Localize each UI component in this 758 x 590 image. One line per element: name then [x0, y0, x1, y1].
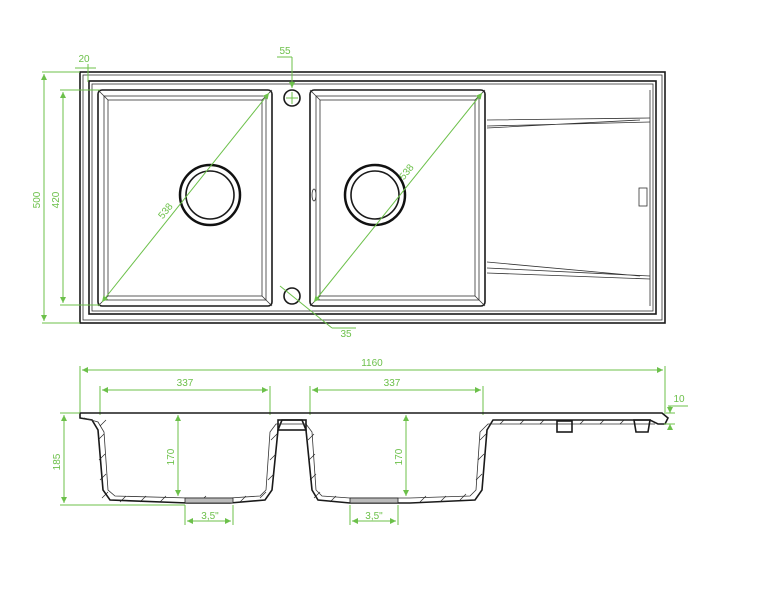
- tap-hole-bottom: [283, 287, 301, 305]
- dim-tap-hole-offset: 55: [279, 46, 291, 57]
- foot: [556, 420, 573, 433]
- drain-right-outlet: [349, 497, 399, 504]
- dim-bowl-right-width: 337: [384, 378, 401, 389]
- drainboard: [486, 90, 651, 306]
- dim-overall-width: 1160: [361, 358, 383, 369]
- dim-bowl-left-width: 337: [177, 378, 194, 389]
- dim-overall-height: 185: [52, 453, 63, 470]
- dim-drain-right-size: 3,5": [365, 511, 383, 522]
- dim-bowl-left-diagonal: 538: [157, 201, 176, 221]
- rim-inner: [88, 80, 657, 315]
- dim-bowl-right-depth: 170: [394, 448, 405, 465]
- dim-overall-depth: 500: [32, 191, 43, 208]
- dim-rim-offset: 20: [78, 54, 90, 65]
- dim-bowl-left-depth: 170: [166, 448, 177, 465]
- overflow-icon: [638, 187, 648, 207]
- dim-tap-hole-diameter: 35: [340, 329, 352, 340]
- drain-left-outlet: [184, 497, 234, 504]
- overflow-slot: [311, 188, 317, 202]
- drain-right: [343, 163, 407, 227]
- drain-left: [178, 163, 242, 227]
- dim-bowl-depth: 420: [51, 191, 62, 208]
- sink-outline: [79, 71, 666, 324]
- tap-boss: [277, 419, 307, 431]
- tap-hole-top: [283, 89, 301, 107]
- dim-drain-left-size: 3,5": [201, 511, 219, 522]
- top-view: 500 420 20 55 538 538 35: [32, 46, 666, 340]
- dim-rim-thickness: 10: [673, 394, 685, 405]
- side-view: 1160 337 337 185 170 170 3,5" 3,5": [52, 358, 688, 525]
